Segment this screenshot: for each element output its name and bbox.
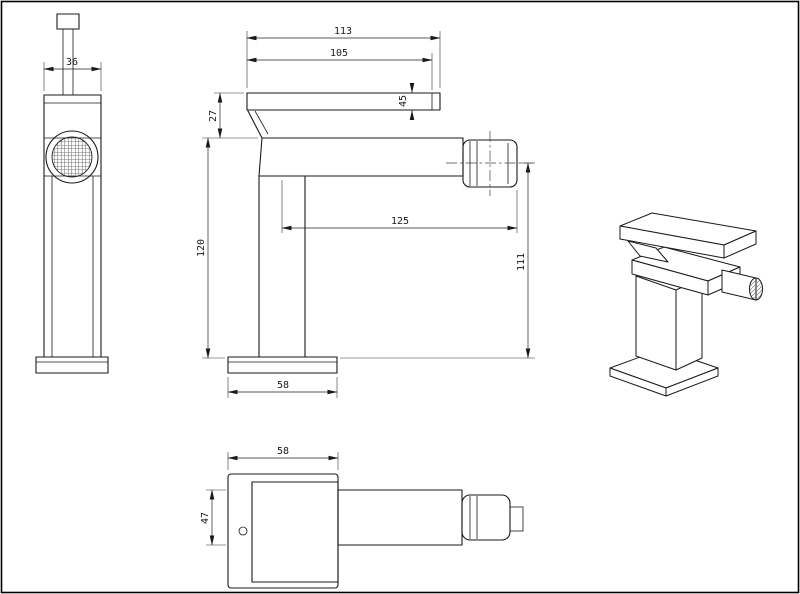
dim-label-outlet-height: 111 xyxy=(516,253,527,271)
front-view: 113 105 45 27 120 xyxy=(196,26,535,398)
iso-column-front xyxy=(635,275,677,371)
dim-spout-width: 47 xyxy=(200,489,226,546)
dim-label-handle-drop: 27 xyxy=(208,110,219,122)
iso-neck xyxy=(627,240,669,263)
iso-handle-end xyxy=(723,230,757,259)
side-base xyxy=(35,356,109,374)
front-spout-left xyxy=(258,137,263,177)
dim-label-reach: 125 xyxy=(391,216,409,227)
dim-label-total-width: 113 xyxy=(334,26,352,37)
isometric-view xyxy=(609,212,763,397)
front-neck-edge xyxy=(247,110,263,139)
side-view: 36 xyxy=(35,13,109,374)
dim-base-width: 58 xyxy=(227,377,338,398)
dim-label-base-width: 58 xyxy=(277,380,289,391)
top-aerator-tip xyxy=(509,506,524,532)
iso-base-right xyxy=(665,367,719,397)
side-handle-cap xyxy=(56,13,80,30)
dim-label-depth: 36 xyxy=(66,57,78,68)
iso-aerator-face xyxy=(749,277,763,301)
dim-height: 120 xyxy=(196,137,225,359)
aerator-outer-ring xyxy=(45,130,99,184)
aerator-mesh-face xyxy=(51,136,93,178)
dim-label-spout-width: 47 xyxy=(200,512,211,524)
dim-reach: 125 xyxy=(281,180,518,233)
top-fixing-hole xyxy=(238,526,248,536)
dim-handle-drop: 27 xyxy=(202,92,258,139)
dim-handle-width: 105 xyxy=(246,48,433,90)
dim-top-base-width: 58 xyxy=(227,446,339,470)
dim-label-top-base-width: 58 xyxy=(277,446,289,457)
front-handle xyxy=(246,92,441,111)
dim-depth: 36 xyxy=(43,57,102,91)
dim-label-height: 120 xyxy=(196,239,207,257)
dim-label-handle-end: 45 xyxy=(398,95,409,107)
front-base xyxy=(227,356,338,374)
top-view: 58 47 xyxy=(200,446,524,589)
dim-label-handle-width: 105 xyxy=(330,48,348,59)
front-neck-detail xyxy=(254,110,269,135)
dim-handle-end: 45 xyxy=(398,83,415,120)
